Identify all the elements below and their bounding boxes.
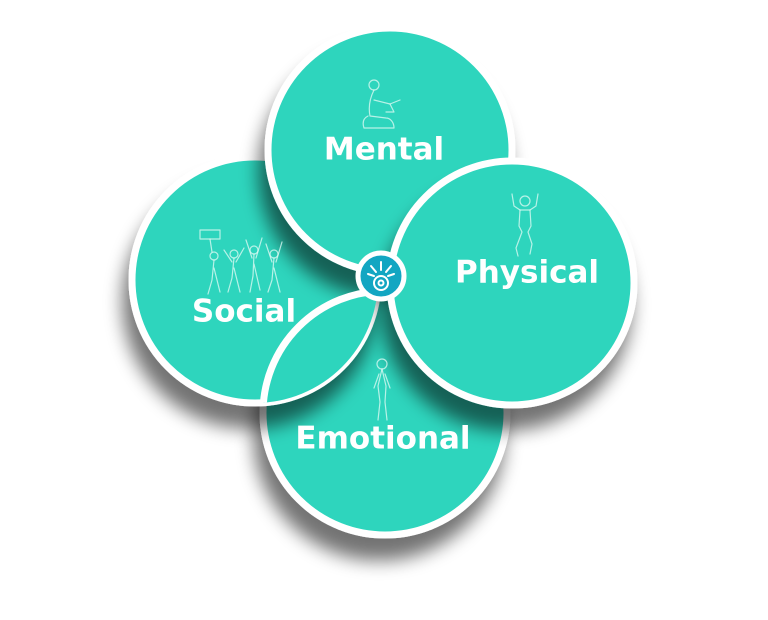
social-label: Social xyxy=(192,294,296,330)
person-standing-icon xyxy=(373,358,391,421)
mental-label: Mental xyxy=(324,132,444,168)
sun-gear-logo-icon xyxy=(355,250,407,302)
group-cheering-icon xyxy=(199,229,283,295)
emotional-label: Emotional xyxy=(295,421,470,457)
person-sitting-reading-icon xyxy=(362,79,401,129)
physical-label: Physical xyxy=(455,255,599,291)
person-flexing-icon xyxy=(511,193,539,257)
emotional-overlap-arc xyxy=(259,287,378,403)
